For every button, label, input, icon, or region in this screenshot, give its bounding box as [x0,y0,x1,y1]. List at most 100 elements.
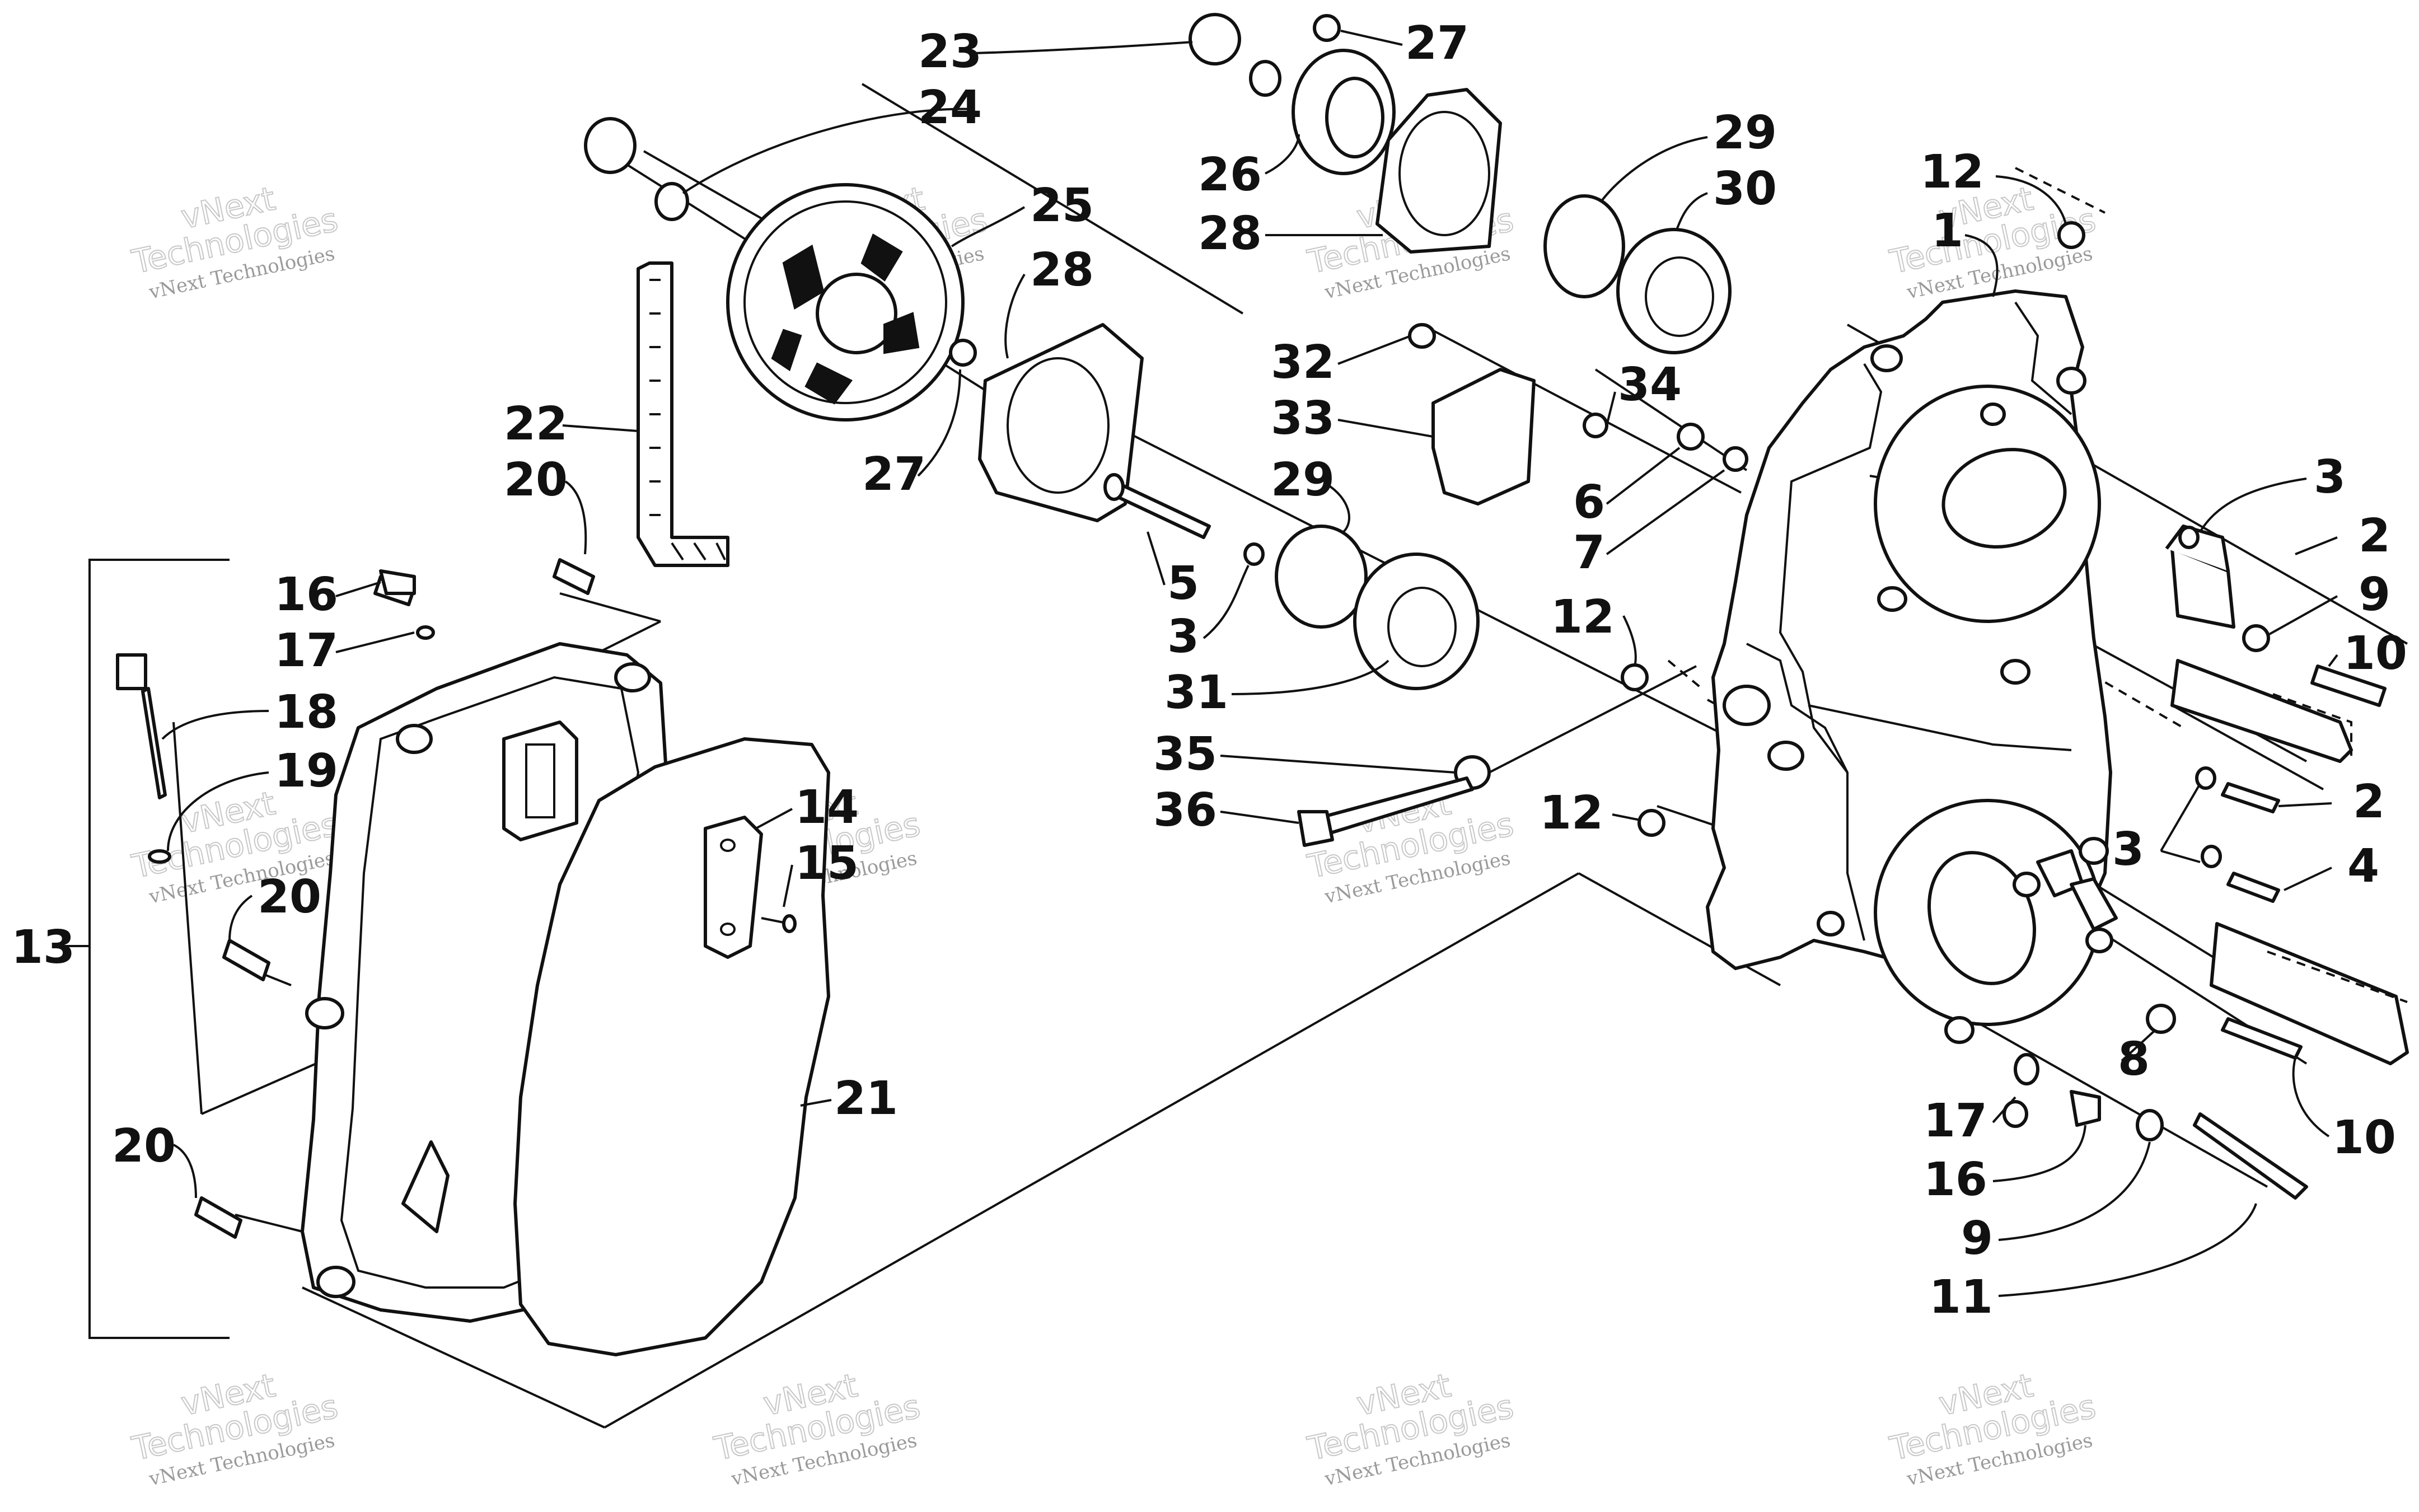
callout-12c: 12 [1540,787,1603,840]
callout-2b: 2 [2353,775,2385,828]
leader-line-31 [1231,659,1389,695]
callout-36: 36 [1153,784,1217,837]
callout-11: 11 [1929,1271,1993,1324]
leader-line-2a [2295,536,2338,555]
callout-20b: 20 [258,870,321,924]
leader-line-19 [167,771,269,851]
callout-16a: 16 [1924,1153,1987,1206]
callout-13: 13 [11,921,75,974]
callout-32: 32 [1271,336,1335,389]
leader-line-17b [335,631,415,653]
leader-line-20a [564,480,587,555]
leader-line-29b [1326,483,1350,533]
callout-29b: 29 [1271,453,1335,507]
leader-line-10b [2292,1057,2330,1137]
callout-14: 14 [795,781,859,834]
callout-3b: 3 [2314,451,2346,504]
callout-27a: 27 [1405,17,1469,70]
callout-12a: 12 [1920,146,1984,199]
leader-line-20c [173,1144,197,1199]
leader-line-12b [1622,615,1637,667]
callout-28a: 28 [1198,207,1262,260]
large-sprocket [726,183,965,422]
callout-31: 31 [1164,666,1228,719]
callout-28b: 28 [1030,244,1094,297]
leader-line-21 [800,1099,832,1107]
callout-9b: 9 [1961,1212,1993,1265]
callout-16b: 16 [274,568,338,621]
chain-tensioner [1408,323,1536,505]
bearing-plate-upper [1375,88,1502,254]
callout-3a: 3 [1167,610,1199,663]
callout-17a: 17 [1924,1094,1987,1148]
small-sprocket [1292,49,1396,175]
callout-35: 35 [1153,728,1217,781]
leader-line-2b [2278,802,2332,807]
leader-line-32 [1337,335,1411,365]
leader-line-15 [783,864,793,907]
leader-line-14 [755,808,793,830]
callout-33: 33 [1271,392,1335,445]
callout-10b: 10 [2332,1111,2396,1164]
callout-12b: 12 [1551,591,1615,644]
callout-19: 19 [274,745,338,798]
leader-lines [161,30,2338,1297]
drive-chain [637,261,729,567]
leader-line-9b [1998,1141,2151,1241]
leader-line-35 [1220,755,1456,774]
leader-line-16b [335,581,381,597]
callout-29a: 29 [1713,106,1777,160]
callout-4: 4 [2347,840,2379,893]
leader-line-18 [161,710,269,740]
access-plate [704,816,797,959]
leader-line-16a [1992,1125,2086,1182]
callout-15: 15 [795,837,859,890]
leader-line-9a [2267,595,2338,636]
callout-26: 26 [1198,148,1262,202]
leader-line-33 [1337,419,1434,438]
bearings [1353,228,1732,690]
leader-line-36 [1220,811,1299,824]
leader-line-27a [1340,30,1403,46]
leader-line-12a [1995,175,2067,224]
leader-line-5 [1147,531,1166,586]
callout-20c: 20 [112,1120,176,1173]
leader-line-1 [1964,234,1999,297]
callout-23: 23 [918,25,982,78]
leader-line-34 [1606,391,1616,426]
callout-9a: 9 [2359,568,2390,621]
leader-line-12c [1612,813,1641,821]
leader-line-25 [951,206,1026,247]
leader-line-24 [682,107,975,194]
leader-line-11 [1998,1203,2257,1297]
callout-7: 7 [1573,526,1605,579]
cover-assembly-bracket [62,559,230,1339]
leader-line-22 [562,424,639,432]
leader-line-23 [974,41,1193,54]
leader-line-29a [1600,136,1708,203]
callout-34: 34 [1618,358,1682,411]
callout-17b: 17 [274,624,338,677]
leader-line-20b [228,895,253,941]
leader-line-28b [1004,273,1026,359]
callout-6: 6 [1573,476,1605,529]
callout-25: 25 [1030,179,1094,232]
callout-27b: 27 [862,448,926,501]
callout-1: 1 [1931,204,1963,258]
leader-line-10a [2328,654,2338,667]
leader-line-27b [917,369,961,477]
callout-20a: 20 [504,453,568,507]
o-rings [1275,194,1625,629]
leader-line-3b [2199,478,2307,533]
callout-24: 24 [918,81,982,134]
leader-line-3c [2160,783,2201,863]
callout-5: 5 [1167,557,1199,610]
callout-22: 22 [504,397,568,451]
bearing-plate-lower [978,323,1144,522]
leader-line-7 [1606,469,1725,555]
